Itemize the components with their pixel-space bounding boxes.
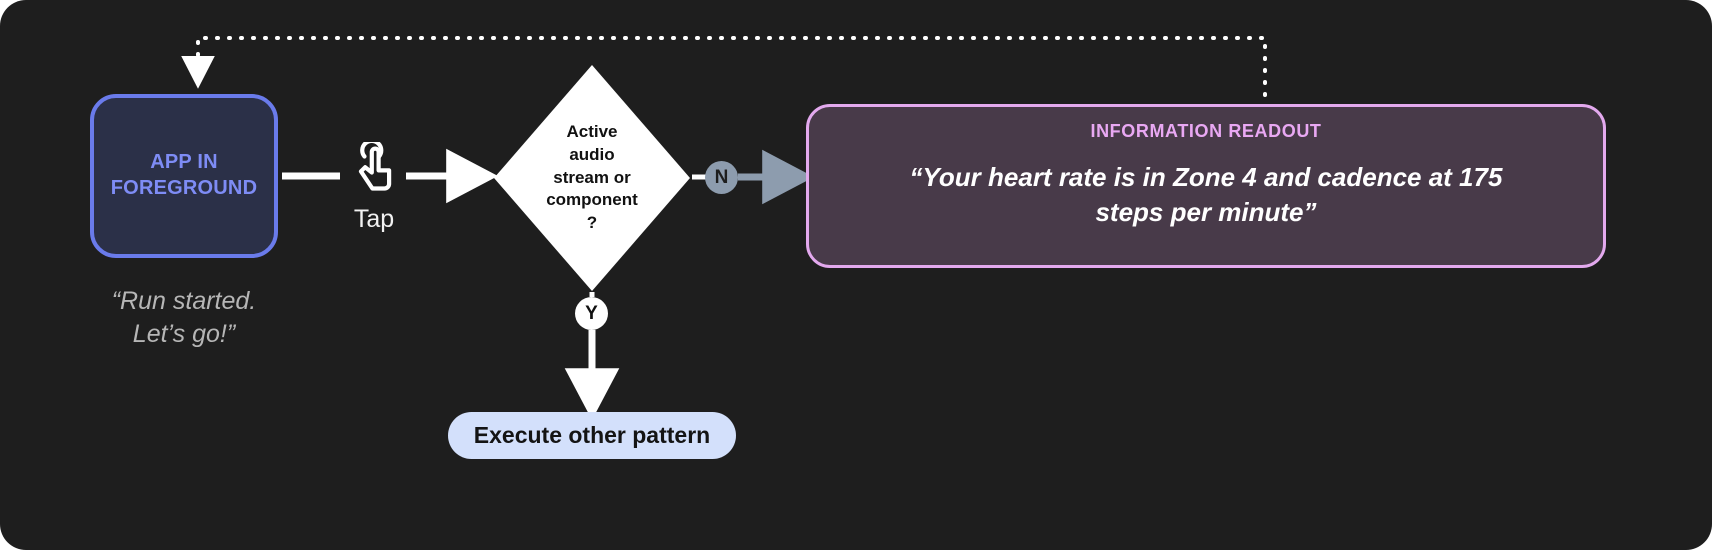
node-execute-other-pattern[interactable]: Execute other pattern [448, 412, 736, 459]
node-decision-audio-stream[interactable]: Active audio stream or component ? [494, 65, 690, 291]
branch-badge-no: N [705, 161, 738, 194]
node-information-readout[interactable]: INFORMATION READOUT “Your heart rate is … [806, 104, 1606, 268]
app-node-label: APP IN FOREGROUND [110, 151, 258, 199]
app-node-caption: “Run started. Let’s go!” [111, 287, 257, 348]
execute-other-pattern-label: Execute other pattern [473, 422, 711, 448]
node-app-in-foreground[interactable]: APP IN FOREGROUND [90, 94, 278, 258]
readout-title: INFORMATION READOUT [1090, 121, 1322, 141]
readout-body: “Your heart rate is in Zone 4 and cadenc… [909, 162, 1503, 227]
decision-label: Active audio stream or component ? [546, 122, 638, 232]
gesture-tap-group: Tap [336, 138, 412, 233]
tap-gesture-icon [348, 138, 400, 203]
gesture-tap-label: Tap [353, 205, 395, 233]
edge-return-loop [181, 36, 1267, 109]
branch-badge-yes: Y [575, 297, 608, 330]
